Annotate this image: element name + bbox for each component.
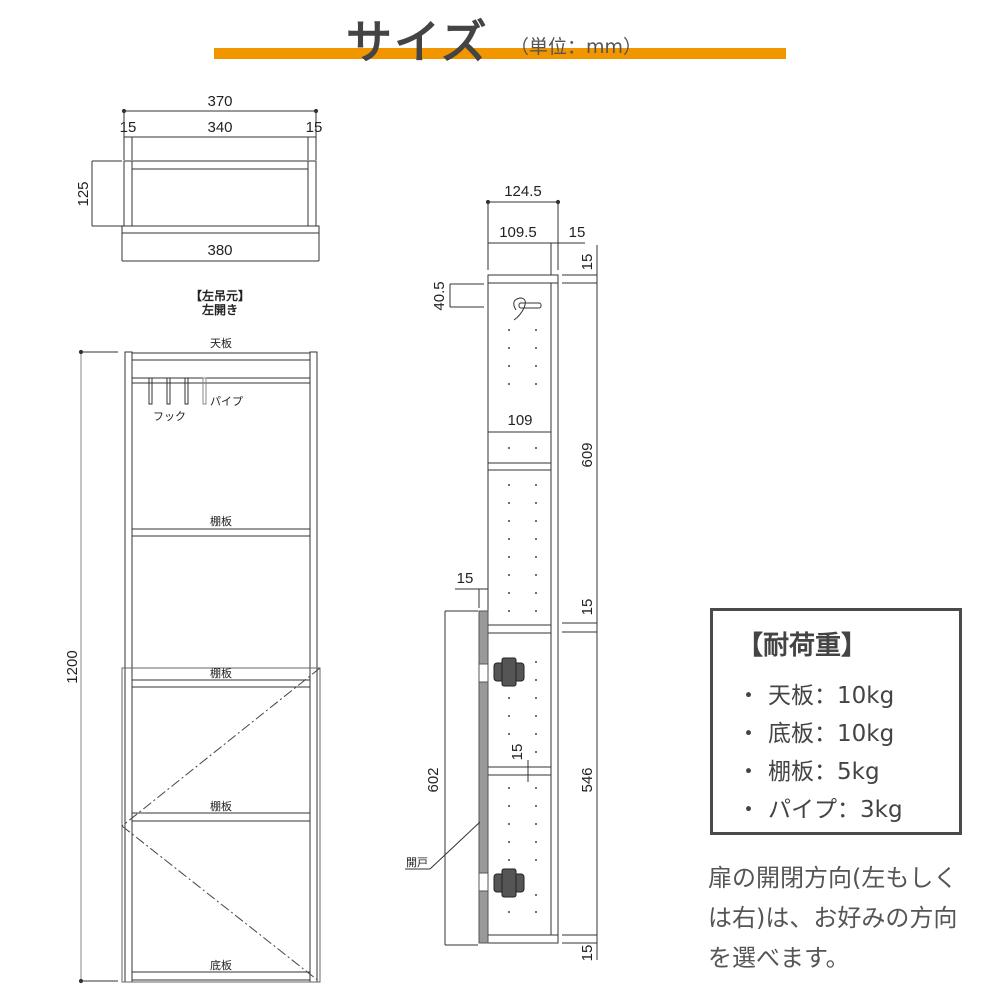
- dim-bottom-thickness: 15: [579, 945, 596, 962]
- dim-overall-depth: 124.5: [504, 183, 542, 200]
- caption-open-direction: 左開き: [201, 302, 238, 317]
- label-pipe: パイプ: [210, 395, 243, 408]
- load-capacity-list: ・天板：10kg ・底板：10kg ・棚板：5kg ・パイプ：3kg: [737, 677, 903, 829]
- load-item-top-board: ・天板：10kg: [737, 677, 903, 715]
- dim-shelf-depth: 109: [507, 412, 532, 429]
- dim-inner-depth: 109.5: [499, 224, 537, 241]
- dim-door-thickness: 15: [457, 570, 474, 587]
- load-item-text: 棚板：5kg: [768, 759, 880, 785]
- dim-side-left: 15: [120, 119, 137, 136]
- load-item-text: パイプ：3kg: [768, 797, 903, 823]
- dim-depth: 125: [75, 181, 92, 206]
- label-bottom-board: 底板: [210, 958, 232, 972]
- top-view: [91, 108, 320, 262]
- bullet-icon: ・: [737, 759, 760, 785]
- page-title: サイズ: [346, 15, 489, 69]
- hinge-icon: [493, 657, 525, 687]
- label-shelf-1: 棚板: [210, 514, 232, 528]
- bullet-icon: ・: [737, 721, 760, 747]
- dim-back-thickness: 15: [569, 224, 586, 241]
- peg-holes: [508, 329, 537, 913]
- dim-pipe-offset: 40.5: [431, 281, 448, 310]
- dim-inner-width: 340: [207, 119, 232, 136]
- side-view: [405, 199, 598, 960]
- bullet-icon: ・: [737, 683, 760, 709]
- dim-lower-height: 546: [579, 767, 596, 792]
- dim-base-width: 380: [207, 242, 232, 259]
- door-direction-note: 扉の開閉方向(左もしくは右)は、お好みの方向を選べます。: [708, 864, 958, 972]
- load-item-bottom-board: ・底板：10kg: [737, 715, 903, 753]
- bullet-icon: ・: [737, 797, 760, 823]
- hinge-icon: [493, 868, 525, 898]
- load-item-text: 底板：10kg: [768, 721, 895, 747]
- load-item-text: 天板：10kg: [768, 683, 895, 709]
- label-hook: フック: [153, 410, 186, 423]
- load-item-shelf: ・棚板：5kg: [737, 753, 903, 791]
- title-underline-bar: [214, 48, 786, 59]
- dim-overall-width: 370: [207, 93, 232, 110]
- label-shelf-3: 棚板: [210, 799, 232, 813]
- load-capacity-box: 【耐荷重】 ・天板：10kg ・底板：10kg ・棚板：5kg ・パイプ：3kg: [710, 608, 962, 835]
- load-capacity-title: 【耐荷重】: [737, 631, 868, 661]
- dim-upper-height: 609: [579, 442, 596, 467]
- hook-icon: [513, 297, 526, 321]
- label-door: 開戸: [406, 856, 428, 869]
- dim-height: 1200: [64, 650, 81, 683]
- dim-side-right: 15: [306, 119, 323, 136]
- label-shelf-2: 棚板: [210, 666, 232, 680]
- label-top-board: 天板: [210, 336, 232, 350]
- dim-top-thickness: 15: [579, 254, 596, 271]
- front-view: [78, 349, 321, 984]
- dim-shelf-thickness: 15: [509, 744, 526, 761]
- dim-door-height: 602: [425, 767, 442, 792]
- load-item-pipe: ・パイプ：3kg: [737, 791, 903, 829]
- caption-hinge-side: 【左吊元】: [190, 288, 250, 303]
- unit-label: （単位：mm）: [510, 36, 643, 58]
- dim-middle-shelf-thickness: 15: [579, 599, 596, 616]
